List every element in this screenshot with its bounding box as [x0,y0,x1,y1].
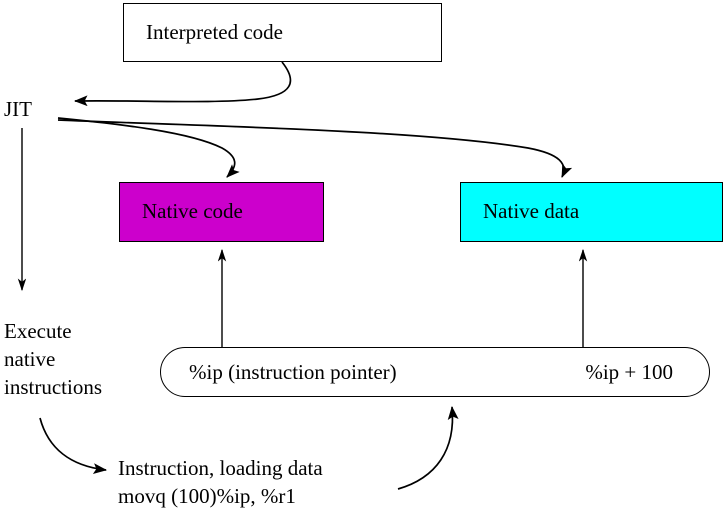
edge-jit-to-native-code [57,117,240,178]
box-native-code[interactable]: Native code [119,182,324,242]
box-ip-register[interactable]: %ip (instruction pointer) %ip + 100 [160,347,710,397]
ip-register-left-label: %ip (instruction pointer) [189,359,397,384]
box-interpreted-code[interactable]: Interpreted code [123,3,442,62]
edge-execute-to-instruction [39,417,108,475]
ip-register-right-label: %ip + 100 [585,359,673,384]
label-instruction-loading-data: Instruction, loading data movq (100)%ip,… [118,456,323,508]
label-jit: JIT [4,97,32,121]
edge-jit-to-native-data [57,119,573,178]
edge-interpreted-code-to-jit [73,61,292,107]
box-native-data-label: Native data [483,199,580,224]
box-native-data[interactable]: Native data [460,182,723,242]
label-execute-native-instructions: Execute native instructions [4,319,102,399]
box-interpreted-code-label: Interpreted code [146,19,284,44]
box-native-code-label: Native code [142,199,243,224]
